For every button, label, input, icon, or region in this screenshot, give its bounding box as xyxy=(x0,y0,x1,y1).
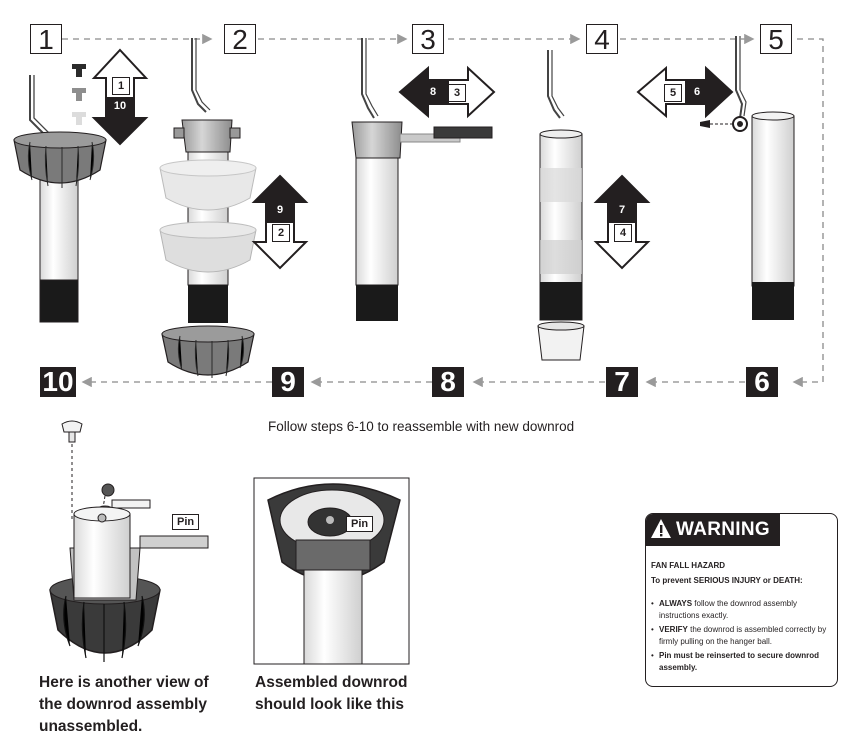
follow-instruction: Follow steps 6-10 to reassemble with new… xyxy=(268,419,575,434)
step-number-8: 8 xyxy=(432,367,464,397)
arrow-label-9: 9 xyxy=(276,204,284,216)
step2-figure xyxy=(159,38,309,378)
exploded-view-figure xyxy=(49,420,209,662)
pin-label: Pin xyxy=(172,514,200,530)
step-number-9: 9 xyxy=(272,367,304,397)
arrow-label-4: 4 xyxy=(614,224,632,242)
arrow-label-6: 6 xyxy=(693,86,701,98)
caption-assembled: Assembled downrod should look like this xyxy=(255,672,407,716)
arrow-label-5: 5 xyxy=(664,84,682,102)
warning-list: ALWAYS follow the downrod assembly instr… xyxy=(651,598,836,676)
arrow-label-2: 2 xyxy=(272,224,290,242)
assembled-view-figure xyxy=(253,477,410,665)
warning-hazard: FAN FALL HAZARD xyxy=(651,561,726,570)
caption-line: the downrod assembly xyxy=(39,696,207,713)
step3-figure xyxy=(351,38,496,321)
step-number-4: 4 xyxy=(586,24,618,55)
pin-label-assembled: Pin xyxy=(346,516,374,532)
warning-item: VERIFY the downrod is assembled correctl… xyxy=(651,624,836,648)
warning-item-text: the downrod is assembled correctly by fi… xyxy=(659,625,827,646)
arrow-step9-2 xyxy=(251,174,309,270)
warning-prevent: To prevent SERIOUS INJURY or DEATH: xyxy=(651,576,803,585)
arrow-label-3: 3 xyxy=(448,84,466,102)
arrow-label-10: 10 xyxy=(113,100,127,112)
screw-icon xyxy=(72,64,86,125)
step-number-1: 1 xyxy=(30,24,62,55)
arrow-label-1: 1 xyxy=(112,77,130,95)
flow-lines xyxy=(62,33,824,388)
arrow-label-8: 8 xyxy=(429,86,437,98)
arrow-label-7: 7 xyxy=(618,204,626,216)
step-number-3: 3 xyxy=(412,24,444,55)
warning-item: ALWAYS follow the downrod assembly instr… xyxy=(651,598,836,622)
step-number-2: 2 xyxy=(224,24,256,55)
warning-item-text: follow the downrod assembly instructions… xyxy=(659,599,797,620)
step1-figure xyxy=(13,48,149,323)
caption-unassembled: Here is another view of the downrod asse… xyxy=(39,672,209,738)
caption-line: Here is another view of xyxy=(39,674,209,691)
step4-figure xyxy=(537,50,651,361)
warning-header: WARNING xyxy=(646,514,780,546)
warning-label: WARNING FAN FALL HAZARD To prevent SERIO… xyxy=(645,513,838,687)
step-number-10: 10 xyxy=(40,367,76,397)
warning-item-strong: VERIFY xyxy=(659,625,688,634)
arrow-step5-6 xyxy=(636,65,734,119)
warning-triangle-icon xyxy=(651,519,671,538)
caption-line: unassembled. xyxy=(39,718,143,735)
step-number-6: 6 xyxy=(746,367,778,397)
step-number-7: 7 xyxy=(606,367,638,397)
arrow-step8-3 xyxy=(398,65,496,119)
step5-figure xyxy=(636,36,795,320)
warning-title: WARNING xyxy=(676,519,770,540)
caption-line: Assembled downrod xyxy=(255,674,408,691)
warning-item: Pin must be reinserted to secure downrod… xyxy=(651,650,836,674)
arrow-step7-4 xyxy=(593,174,651,270)
warning-item-strong: ALWAYS xyxy=(659,599,693,608)
caption-line: should look like this xyxy=(255,696,404,713)
warning-item-strong: Pin must be reinserted to secure downrod… xyxy=(659,651,820,672)
step-number-5: 5 xyxy=(760,24,792,55)
arrow-step1-10 xyxy=(91,48,149,146)
